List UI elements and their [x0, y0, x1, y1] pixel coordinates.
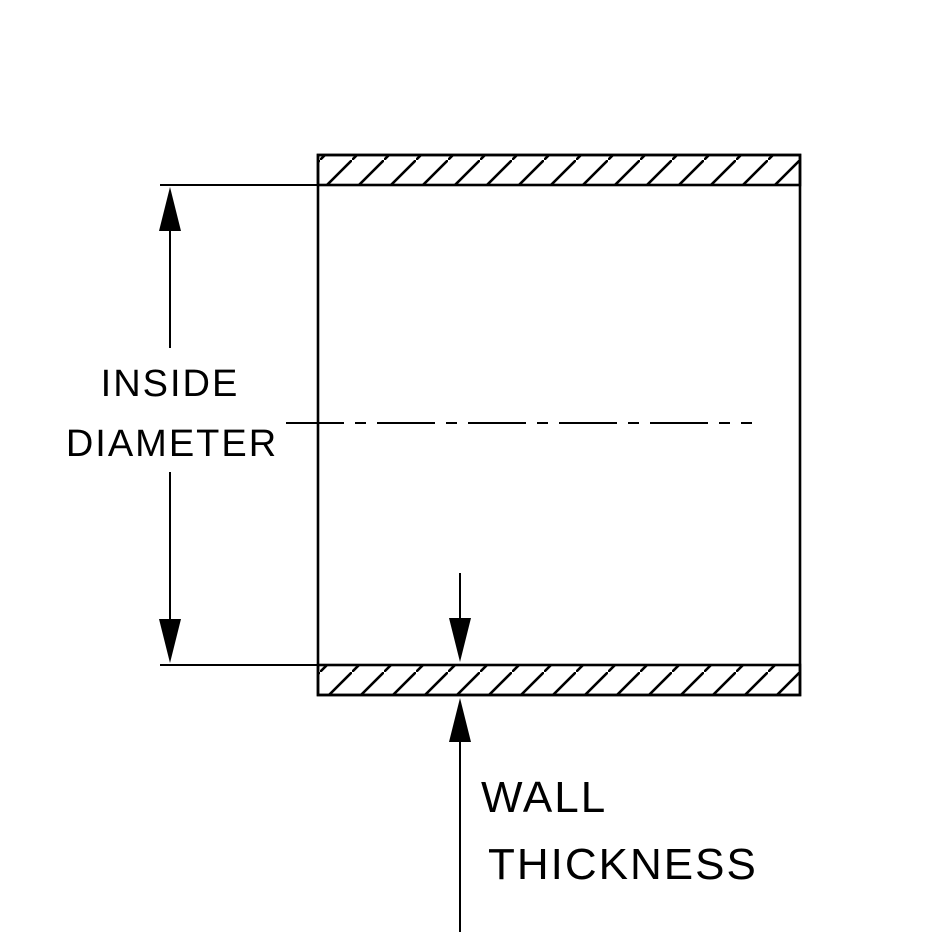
- wall-thickness-label-line2: THICKNESS: [488, 840, 758, 889]
- top-wall-hatch: [316, 153, 802, 187]
- inside-diameter-label-line2: DIAMETER: [66, 423, 278, 465]
- arrowhead-down-icon: [159, 619, 181, 663]
- wall-thickness-label-line1: WALL: [481, 773, 607, 822]
- inside-diameter-label-line1: INSIDE: [101, 363, 240, 405]
- arrowhead-up-icon: [159, 187, 181, 231]
- tube-body-outline: [316, 153, 802, 697]
- bottom-wall-hatch: [316, 663, 802, 697]
- wall-thickness-arrowhead-down-icon: [449, 618, 471, 662]
- wall-thickness-arrowhead-up-icon: [449, 698, 471, 742]
